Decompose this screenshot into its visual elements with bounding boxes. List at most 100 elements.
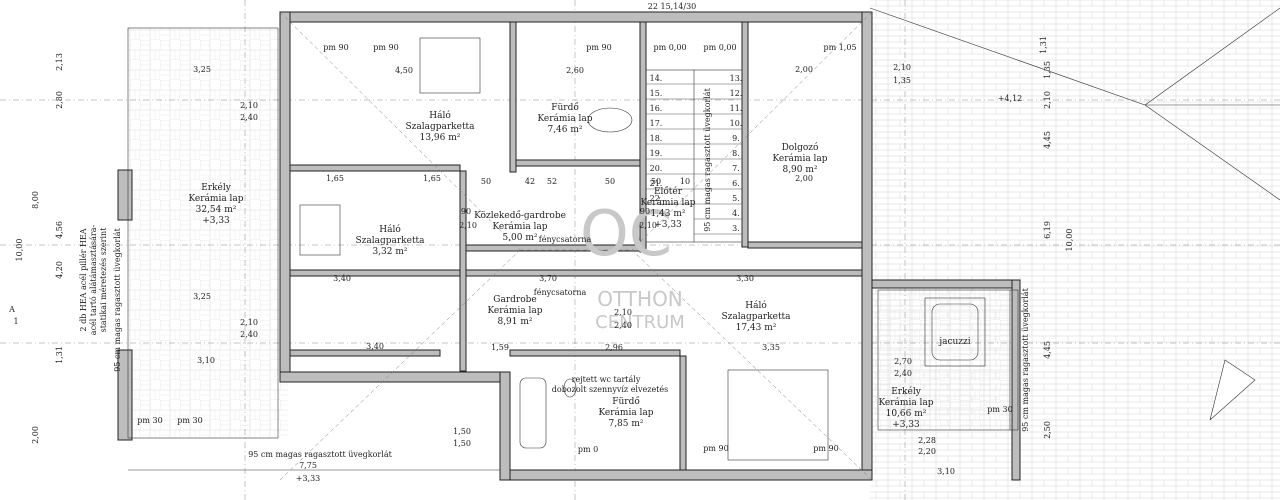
dimension-label: 1,65 — [326, 174, 344, 183]
dimension-label: 2,40 — [894, 369, 912, 378]
dimension-label: 2,10 — [639, 221, 657, 230]
dimension-label: 2,40 — [240, 113, 258, 122]
room-label-line: Kerámia lap — [598, 407, 653, 418]
room-label-line: Kerámia lap — [640, 197, 695, 208]
hea-note-line-1: 2 db HEA acél pillér HEA — [79, 228, 88, 331]
room-label-line: Erkély — [201, 182, 232, 193]
level-bottom: +3,33 — [296, 474, 321, 483]
room-label-line: Kerámia lap — [188, 193, 243, 204]
right-dimension: 4,45 — [1043, 131, 1052, 149]
room-label-line: 17,43 m² — [736, 323, 777, 333]
wc-note-2: dobozolt szennyvíz elvezetés — [552, 385, 669, 394]
terrace-floor-left — [128, 28, 288, 438]
stair-step-number: 11. — [730, 104, 743, 113]
roof-ridges — [869, 7, 1280, 421]
svg-text:CENTRUM: CENTRUM — [595, 312, 685, 333]
stair-step-number: 14. — [650, 74, 663, 83]
dimension-label: 1,50 — [453, 439, 471, 448]
dimension-label: 3,25 — [193, 292, 211, 301]
room-label-line: +3,33 — [202, 216, 230, 226]
stair-step-number: 6. — [732, 179, 740, 188]
stair-steps: 14.15.16.17.18.19.20.21.22.13.12.11.10.9… — [646, 74, 743, 235]
room-label-line: 13,96 m² — [420, 133, 461, 143]
right-dimension-chain: 10,006,194,454,452,501,311,352,10 — [1039, 36, 1074, 439]
room-label-line: Szalagparketta — [355, 236, 425, 246]
stair — [645, 69, 743, 243]
dimension-label: 1,65 — [423, 174, 441, 183]
dimension-label: 50 — [481, 177, 491, 186]
dimension-label: 90 — [640, 207, 650, 216]
dimension-label: 3,40 — [366, 342, 384, 351]
railing-stair-note: 95 cm magas ragasztott üvegkorlát — [703, 87, 712, 231]
dimension-label: 10 — [680, 177, 690, 186]
section-mark: A — [8, 305, 15, 314]
stair-step-number: 9. — [732, 134, 740, 143]
room-label-line: Háló — [745, 300, 767, 311]
left-dimension: 4,20 — [55, 261, 64, 279]
dimension-label: 2,00 — [795, 65, 813, 74]
stair-step-number: 3. — [732, 224, 740, 233]
dimension-label: 2,40 — [614, 321, 632, 330]
dimension-label: pm 30 — [137, 416, 162, 425]
room-label-line: 1,43 m² — [650, 209, 685, 219]
room-label-line: Közlekedő-gardrobe — [474, 210, 566, 221]
dimension-label: pm 0 — [578, 445, 598, 454]
dimension-label: 2,10 — [240, 101, 258, 110]
room-label-line: 8,90 m² — [782, 165, 817, 175]
top-dimension: 22 15,14/30 — [648, 2, 697, 11]
stair-step-number: 22. — [650, 194, 663, 203]
skylight-note-1: fénycsatorna — [539, 235, 592, 244]
room-label-line: Háló — [379, 224, 401, 235]
left-dimension: 1,31 — [55, 346, 64, 364]
room-label-line: 7,85 m² — [608, 419, 643, 429]
dimension-label: 50 — [605, 177, 615, 186]
room-label-line: Fürdő — [612, 396, 640, 407]
dimension-label: 2,10 — [240, 318, 258, 327]
stair-step-number: 5. — [732, 194, 740, 203]
stair-step-number: 19. — [650, 149, 663, 158]
right-dimension: 4,45 — [1043, 341, 1052, 359]
stair-step-number: 21. — [650, 179, 663, 188]
dimension-label: 2,20 — [918, 447, 936, 456]
dimension-label: 3,10 — [197, 356, 215, 365]
room-label-line: +3,33 — [654, 220, 682, 230]
dimension-label: 1,50 — [453, 427, 471, 436]
roof-diagonals — [279, 11, 873, 481]
dimension-label: 50 — [651, 177, 661, 186]
room-label-line: 32,54 m² — [196, 205, 237, 215]
dimension-label: 3,70 — [539, 274, 557, 283]
railing-bottom-note: 95 cm magas ragasztott üvegkorlát — [248, 450, 392, 459]
railings — [127, 27, 1019, 471]
room-label-line: Kerámia lap — [487, 305, 542, 316]
room-label-line: jacuzzi — [938, 337, 970, 347]
room-label-line: Kerámia lap — [537, 113, 592, 124]
svg-text:OTTHON: OTTHON — [597, 287, 683, 311]
dimension-label: 2,40 — [240, 330, 258, 339]
room-jacuzzi: jacuzzi — [938, 337, 970, 347]
dimension-label: 2,10 — [459, 221, 477, 230]
right-dimension: 2,10 — [1043, 91, 1052, 109]
stair-step-number: 20. — [650, 164, 663, 173]
dimension-label: 3,30 — [736, 274, 754, 283]
dimension-label: pm 0,00 — [703, 43, 736, 52]
dimension-label: pm 1,05 — [823, 43, 856, 52]
dimension-label: 2,28 — [918, 436, 936, 445]
dimension-label: 4,50 — [395, 66, 413, 75]
svg-text:OC: OC — [580, 197, 672, 270]
dimension-label: pm 0,00 — [653, 43, 686, 52]
room-label-line: Erkély — [891, 386, 922, 397]
dimension-label: 52 — [547, 177, 557, 186]
room-label-line: 7,46 m² — [547, 125, 582, 135]
section-number: 1 — [13, 317, 18, 326]
dimension-label: 3,40 — [333, 274, 351, 283]
dimension-label: 3,25 — [193, 65, 211, 74]
skylight-note-2: fénycsatorna — [534, 288, 587, 297]
dimension-label: pm 90 — [373, 43, 398, 52]
